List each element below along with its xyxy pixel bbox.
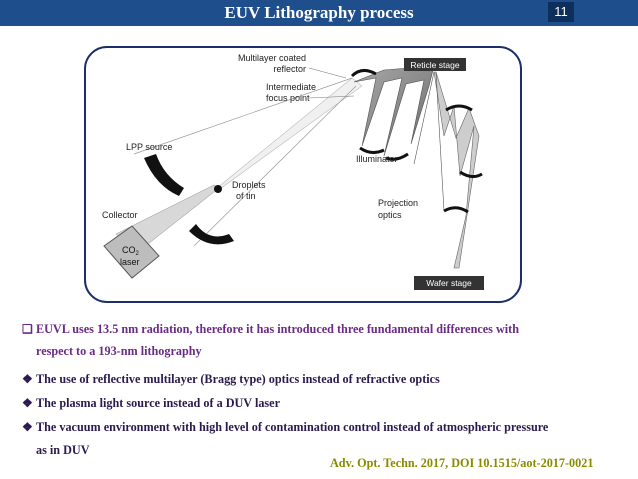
reference-citation: Adv. Opt. Techn. 2017, DOI 10.1515/aot-2…	[330, 456, 594, 470]
point-1: ❖The use of reflective multilayer (Bragg…	[22, 372, 440, 386]
illuminator-mirror-2	[359, 146, 385, 155]
projection-mirror-1	[445, 104, 473, 112]
four-diamond-icon: ❖	[22, 372, 33, 386]
wafer-stage-box	[414, 276, 484, 290]
main-bullet-line-2: respect to a 193-nm lithography	[36, 344, 202, 358]
multilayer-leader	[308, 67, 347, 79]
co2-laser-box	[103, 225, 160, 279]
projection-mirror-3	[459, 170, 483, 179]
main-bullet-line-1: ❑EUVL uses 13.5 nm radiation, therefore …	[22, 322, 519, 336]
point-3-line-2: as in DUV	[36, 443, 90, 457]
source-ray-bottom	[193, 85, 357, 247]
laser-label: laser	[120, 257, 140, 267]
collector-mirror-upper	[144, 154, 184, 196]
projection-label-1: Projection	[378, 198, 418, 208]
diagram-frame	[84, 46, 522, 303]
intermediate-leader	[308, 95, 355, 99]
illuminator-label: Illuminator	[356, 154, 398, 164]
projection-ray-2	[435, 71, 445, 212]
collector-mirror-lower	[189, 224, 234, 245]
illuminator-mirror-1	[350, 69, 377, 78]
projection-label-2: optics	[378, 210, 402, 220]
euv-system-diagram: CO2 laser Reticle stage Wafer stage Mult…	[84, 46, 522, 303]
title-bar	[0, 0, 638, 26]
projection-mirror-2	[443, 206, 469, 214]
reticle-stage-box	[404, 58, 466, 71]
illuminator-mirror-3	[385, 152, 409, 161]
droplets-label-1: Droplets	[232, 180, 266, 190]
four-diamond-icon: ❖	[22, 420, 33, 434]
collector-label: Collector	[102, 210, 138, 220]
lpp-source-label: LPP source	[126, 142, 172, 152]
slide-number: 11	[548, 2, 574, 22]
reticle-stage-label: Reticle stage	[410, 60, 459, 70]
tin-droplet	[214, 185, 222, 193]
four-diamond-icon: ❖	[22, 396, 33, 410]
droplets-label-2: of tin	[236, 191, 256, 201]
multilayer-label-1: Multilayer coated	[238, 53, 306, 63]
point-2: ❖The plasma light source instead of a DU…	[22, 396, 280, 410]
slide-title: EUV Lithography process	[224, 3, 414, 22]
source-ray-top	[133, 77, 353, 155]
intermediate-label-2: focus point	[266, 93, 310, 103]
wafer-stage-label: Wafer stage	[426, 278, 472, 288]
multilayer-label-2: reflector	[273, 64, 306, 74]
co2-label: CO2	[122, 245, 140, 257]
point-3-line-1: ❖The vacuum environment with high level …	[22, 420, 549, 434]
hollow-square-icon: ❑	[22, 322, 33, 336]
intermediate-label-1: Intermediate	[266, 82, 316, 92]
projection-ray	[413, 71, 435, 165]
